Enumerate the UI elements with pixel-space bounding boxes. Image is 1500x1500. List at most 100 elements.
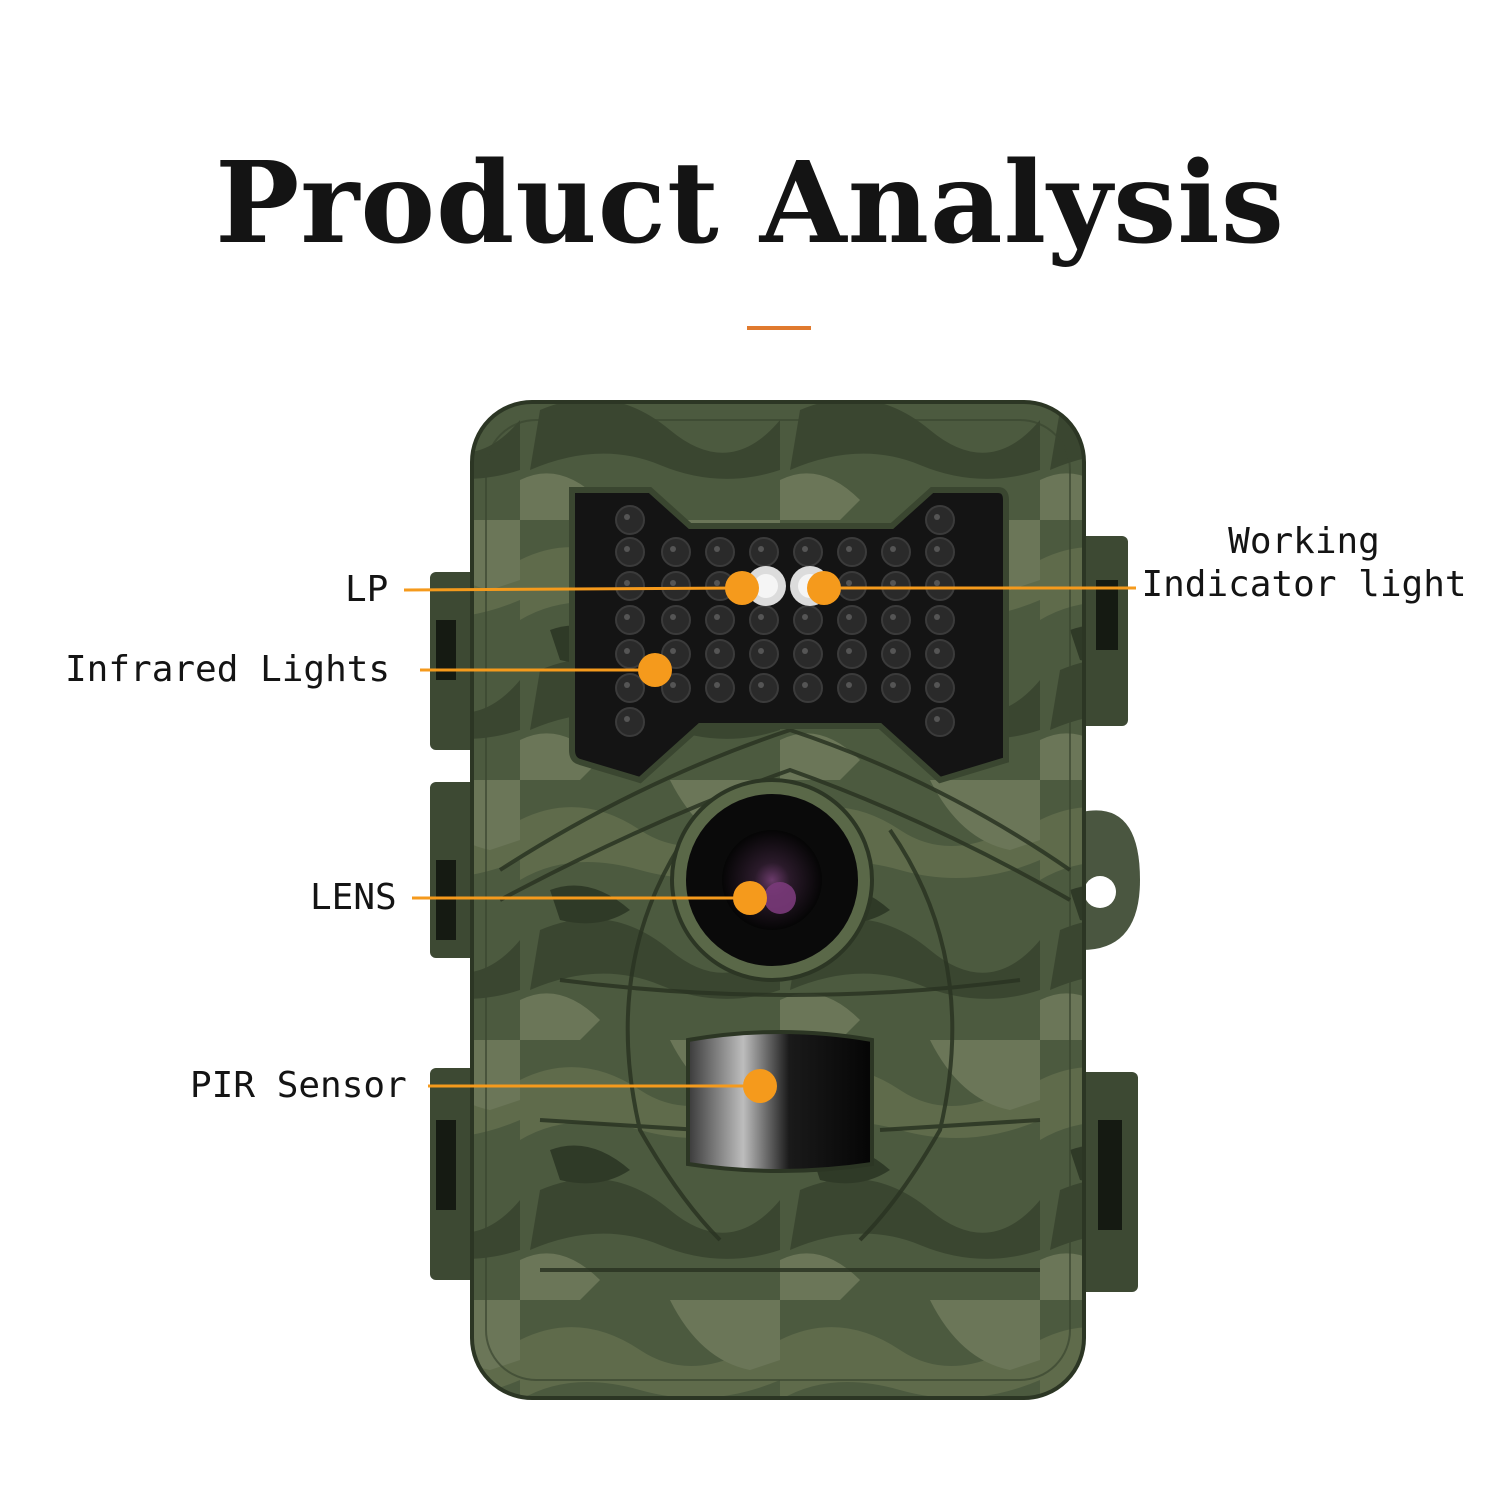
infrared-led-highlight <box>624 648 630 654</box>
infrared-led <box>793 537 823 567</box>
infrared-led-highlight <box>802 614 808 620</box>
infrared-led-highlight <box>802 648 808 654</box>
callout-dots <box>638 571 841 1103</box>
infrared-led-highlight <box>714 614 720 620</box>
infrared-led-highlight <box>714 648 720 654</box>
infrared-led <box>837 639 867 669</box>
infrared-led <box>749 673 779 703</box>
infrared-led-highlight <box>758 614 764 620</box>
infrared-callout-dot <box>638 653 672 687</box>
infrared-led <box>881 639 911 669</box>
infrared-led <box>925 571 955 601</box>
indicator-callout-dot <box>807 571 841 605</box>
infrared-led-highlight <box>758 546 764 552</box>
infrared-led <box>705 673 735 703</box>
infrared-led-highlight <box>624 514 630 520</box>
infrared-led <box>705 605 735 635</box>
infrared-led-highlight <box>890 614 896 620</box>
infrared-led-highlight <box>670 580 676 586</box>
infrared-led <box>749 537 779 567</box>
infrared-led-highlight <box>624 614 630 620</box>
infrared-led-highlight <box>670 546 676 552</box>
infrared-led-highlight <box>714 546 720 552</box>
infrared-led-grid <box>615 505 955 737</box>
infrared-led-highlight <box>714 580 720 586</box>
infrared-led <box>615 707 645 737</box>
infrared-led-highlight <box>670 614 676 620</box>
infrared-led <box>793 605 823 635</box>
infrared-led <box>925 673 955 703</box>
working-indicator-label-line1: Working <box>1228 521 1380 562</box>
infrared-led <box>881 537 911 567</box>
working-indicator-label: Working Indicator light <box>1134 520 1474 606</box>
infrared-led-highlight <box>846 580 852 586</box>
infrared-led <box>837 571 867 601</box>
infrared-led-highlight <box>624 682 630 688</box>
page-title: Product Analysis <box>215 138 1285 269</box>
infrared-led <box>615 571 645 601</box>
infrared-led <box>881 605 911 635</box>
infrared-led <box>837 673 867 703</box>
infrared-led <box>615 537 645 567</box>
infrared-led-highlight <box>624 716 630 722</box>
infrared-led <box>837 605 867 635</box>
infrared-led-highlight <box>670 648 676 654</box>
infrared-led-highlight <box>890 580 896 586</box>
lp-callout-line <box>403 586 743 592</box>
infrared-led-highlight <box>758 682 764 688</box>
infrared-led-highlight <box>758 648 764 654</box>
infrared-led-highlight <box>934 580 940 586</box>
left-side-clips <box>430 572 482 1280</box>
infrared-led <box>705 639 735 669</box>
infrared-led <box>661 571 691 601</box>
right-side-clips <box>1076 536 1140 1292</box>
infrared-led <box>793 673 823 703</box>
infrared-led <box>615 639 645 669</box>
infrared-led <box>749 639 779 669</box>
infrared-led-highlight <box>714 682 720 688</box>
infrared-led <box>661 537 691 567</box>
infrared-led-highlight <box>846 546 852 552</box>
lens-callout-dot <box>733 881 767 915</box>
infrared-led <box>881 673 911 703</box>
strap-hole <box>1084 876 1116 908</box>
infrared-led <box>881 571 911 601</box>
infrared-led-highlight <box>934 716 940 722</box>
infrared-led <box>837 537 867 567</box>
infrared-led-highlight <box>846 648 852 654</box>
infrared-led-highlight <box>934 682 940 688</box>
infrared-led-highlight <box>934 614 940 620</box>
infrared-led <box>925 505 955 535</box>
infrared-led-highlight <box>934 546 940 552</box>
infrared-led <box>705 537 735 567</box>
lens-glass <box>722 830 822 930</box>
infrared-led-highlight <box>670 682 676 688</box>
pir-callout-dot <box>743 1069 777 1103</box>
strap-loop <box>1082 810 1140 950</box>
infrared-led <box>615 673 645 703</box>
infrared-led-highlight <box>934 648 940 654</box>
infrared-led <box>925 639 955 669</box>
infrared-led-highlight <box>802 682 808 688</box>
infrared-led <box>661 673 691 703</box>
lp-label: LP <box>345 569 389 610</box>
infrared-led-highlight <box>890 648 896 654</box>
infrared-led-highlight <box>846 682 852 688</box>
infrared-led <box>793 639 823 669</box>
infrared-led-highlight <box>624 546 630 552</box>
infrared-led-highlight <box>846 614 852 620</box>
lens-label: LENS <box>310 877 397 918</box>
infrared-led <box>925 605 955 635</box>
infrared-led-highlight <box>624 580 630 586</box>
lp-callout-dot <box>725 571 759 605</box>
infrared-lights-label: Infrared Lights <box>65 649 391 690</box>
infrared-led <box>661 605 691 635</box>
pir-sensor-label: PIR Sensor <box>190 1065 407 1106</box>
title-accent-rule <box>747 326 811 330</box>
infrared-led <box>749 605 779 635</box>
infrared-led-highlight <box>890 682 896 688</box>
infrared-led <box>615 505 645 535</box>
infrared-led <box>615 605 645 635</box>
infrared-led <box>925 707 955 737</box>
